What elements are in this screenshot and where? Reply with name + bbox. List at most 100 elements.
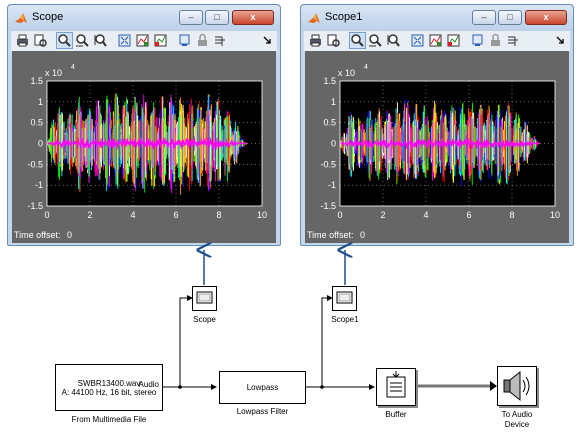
x-tick-label: 8 (509, 210, 514, 220)
maximize-button[interactable]: □ (498, 10, 522, 25)
minimize-button[interactable]: – (179, 10, 203, 25)
lowpass-filter-block[interactable]: Lowpass (219, 371, 306, 404)
scope-titlebar[interactable]: Scope – □ x (8, 5, 280, 31)
y-tick-label: 1 (331, 97, 336, 107)
scope1-block[interactable] (332, 286, 357, 311)
time-offset-label: Time offset: (14, 230, 61, 240)
dock-arrow-icon[interactable] (263, 36, 271, 44)
x-tick-label: 8 (216, 210, 221, 220)
line-to-scope[interactable] (179, 295, 193, 387)
branch-point (178, 385, 182, 389)
scope1-toolbar (304, 31, 570, 51)
restore-axes-icon[interactable] (153, 33, 168, 48)
y-tick-label: 1.5 (30, 76, 43, 86)
scope-block[interactable] (192, 286, 217, 311)
close-button[interactable]: x (525, 10, 567, 25)
close-button[interactable]: x (232, 10, 274, 25)
x-tick-label: 2 (87, 210, 92, 220)
print-preview-icon[interactable] (326, 33, 341, 48)
time-offset-readout: Time offset: 0 (14, 230, 72, 240)
signal-select-icon[interactable] (506, 33, 521, 48)
time-offset-value: 0 (360, 230, 366, 240)
matlab-logo-icon (308, 13, 320, 23)
waveform-core-trace (339, 138, 541, 149)
lock-icon[interactable] (195, 33, 210, 48)
scope-block-icon (196, 291, 213, 304)
scope-block-icon (336, 291, 353, 304)
lock-icon[interactable] (488, 33, 503, 48)
zoom-icon[interactable] (56, 32, 73, 49)
save-axes-icon[interactable] (135, 33, 150, 48)
plot-frame (46, 80, 263, 207)
print-icon[interactable] (15, 33, 30, 48)
y-exponent-label: x 10 (45, 68, 62, 78)
save-axes-icon[interactable] (428, 33, 443, 48)
scope1-block-label: Scope1 (331, 315, 359, 324)
minimize-button[interactable]: – (472, 10, 496, 25)
y-tick-label: -1 (35, 180, 43, 190)
audio-block-label-1: To Audio (501, 410, 533, 419)
restore-axes-icon[interactable] (446, 33, 461, 48)
zoom-x-icon[interactable] (368, 33, 383, 48)
y-exponent-power: 4 (364, 64, 368, 71)
maximize-button[interactable]: □ (205, 10, 229, 25)
buffer-block[interactable] (376, 368, 416, 406)
y-tick-label: 1 (38, 97, 43, 107)
signal-select-icon[interactable] (213, 33, 228, 48)
y-tick-label: 0.5 (323, 118, 336, 128)
window-title: Scope (32, 11, 64, 23)
time-offset-label: Time offset: (307, 230, 354, 240)
source-format: A: 44100 Hz, 16 bit, stereo (61, 388, 157, 397)
to-audio-device-block[interactable] (497, 366, 537, 406)
x-tick-label: 2 (380, 210, 385, 220)
lowpass-text: Lowpass (246, 383, 279, 392)
zoom-icon[interactable] (349, 32, 366, 49)
autoscale-icon[interactable] (117, 33, 132, 48)
zoom-x-icon[interactable] (75, 33, 90, 48)
params-icon[interactable] (470, 33, 485, 48)
matlab-logo-icon (15, 13, 27, 23)
x-tick-label: 10 (550, 210, 560, 220)
line-to-scope1[interactable] (321, 295, 333, 387)
scope1-titlebar[interactable]: Scope1 – □ x (301, 5, 573, 31)
x-tick-label: 4 (130, 210, 135, 220)
y-tick-label: 0 (38, 139, 43, 149)
y-tick-label: 0.5 (30, 118, 43, 128)
x-tick-label: 10 (257, 210, 267, 220)
scope-block-label: Scope (193, 315, 216, 324)
zoom-y-icon[interactable] (93, 33, 108, 48)
y-tick-label: 0 (331, 139, 336, 149)
print-icon[interactable] (308, 33, 323, 48)
from-multimedia-file-block[interactable]: SWBR13400.wav A: 44100 Hz, 16 bit, stere… (55, 364, 163, 411)
x-tick-label: 0 (44, 210, 49, 220)
y-exponent-power: 4 (71, 64, 75, 71)
x-tick-label: 4 (423, 210, 428, 220)
time-offset-readout: Time offset: 0 (307, 230, 365, 240)
source-port-label: Audio (138, 380, 159, 389)
dock-arrow-icon[interactable] (556, 36, 564, 44)
y-exponent-label: x 10 (338, 68, 355, 78)
window-title: Scope1 (325, 11, 363, 23)
params-icon[interactable] (177, 33, 192, 48)
autoscale-icon[interactable] (410, 33, 425, 48)
zoom-y-icon[interactable] (386, 33, 401, 48)
x-tick-label: 0 (337, 210, 342, 220)
lowpass-block-label: Lowpass Filter (236, 407, 289, 416)
source-filename: SWBR13400.wav (77, 379, 141, 388)
source-block-label: From Multimedia File (71, 415, 147, 424)
y-tick-label: -1.5 (27, 201, 43, 211)
y-tick-label: 1.5 (323, 76, 336, 86)
y-tick-label: -1 (328, 180, 336, 190)
scope-toolbar (11, 31, 277, 51)
branch-point (320, 385, 324, 389)
time-offset-value: 0 (67, 230, 73, 240)
print-preview-icon[interactable] (33, 33, 48, 48)
y-tick-label: -0.5 (27, 159, 43, 169)
audio-block-label-2: Device (504, 420, 530, 429)
